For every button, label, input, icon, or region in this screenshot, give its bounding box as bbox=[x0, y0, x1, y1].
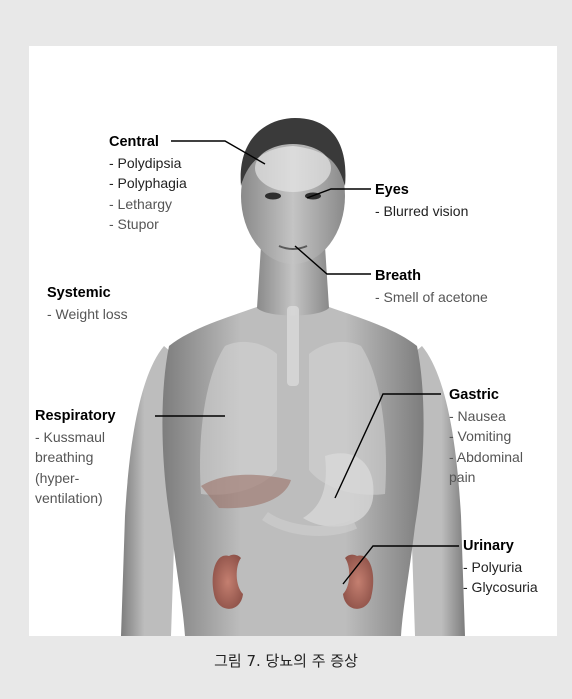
respiratory-item: (hyper- bbox=[35, 468, 116, 489]
urinary-label-group: Urinary - Polyuria - Glycosuria bbox=[463, 536, 538, 598]
gastric-label-group: Gastric - Nausea - Vomiting - Abdominal … bbox=[449, 385, 523, 488]
systemic-label-group: Systemic - Weight loss bbox=[47, 283, 128, 324]
eyes-label-group: Eyes - Blurred vision bbox=[375, 180, 468, 221]
gastric-item: - Vomiting bbox=[449, 426, 523, 447]
figure-panel: Central - Polydipsia - Polyphagia - Leth… bbox=[29, 46, 557, 636]
urinary-title: Urinary bbox=[463, 536, 538, 557]
urinary-item: - Polyuria bbox=[463, 557, 538, 578]
respiratory-label-group: Respiratory - Kussmaul breathing (hyper-… bbox=[35, 406, 116, 509]
figure-caption: 그림 7. 당뇨의 주 증상 bbox=[0, 650, 572, 671]
gastric-item: - Abdominal bbox=[449, 447, 523, 468]
brain bbox=[255, 144, 331, 192]
gastric-title: Gastric bbox=[449, 385, 523, 406]
gastric-item: pain bbox=[449, 467, 523, 488]
trachea bbox=[287, 306, 299, 386]
respiratory-title: Respiratory bbox=[35, 406, 116, 427]
respiratory-item: - Kussmaul bbox=[35, 427, 116, 448]
respiratory-item: breathing bbox=[35, 447, 116, 468]
breath-title: Breath bbox=[375, 266, 488, 287]
systemic-item: - Weight loss bbox=[47, 304, 128, 325]
central-item: - Polyphagia bbox=[109, 173, 187, 194]
breath-label-group: Breath - Smell of acetone bbox=[375, 266, 488, 307]
urinary-item: - Glycosuria bbox=[463, 577, 538, 598]
breath-item: - Smell of acetone bbox=[375, 287, 488, 308]
eyes-title: Eyes bbox=[375, 180, 468, 201]
central-item: - Stupor bbox=[109, 214, 187, 235]
gastric-item: - Nausea bbox=[449, 406, 523, 427]
central-item: - Lethargy bbox=[109, 194, 187, 215]
central-item: - Polydipsia bbox=[109, 153, 187, 174]
central-label-group: Central - Polydipsia - Polyphagia - Leth… bbox=[109, 132, 187, 235]
respiratory-item: ventilation) bbox=[35, 488, 116, 509]
eyes-item: - Blurred vision bbox=[375, 201, 468, 222]
systemic-title: Systemic bbox=[47, 283, 128, 304]
central-title: Central bbox=[109, 132, 187, 153]
